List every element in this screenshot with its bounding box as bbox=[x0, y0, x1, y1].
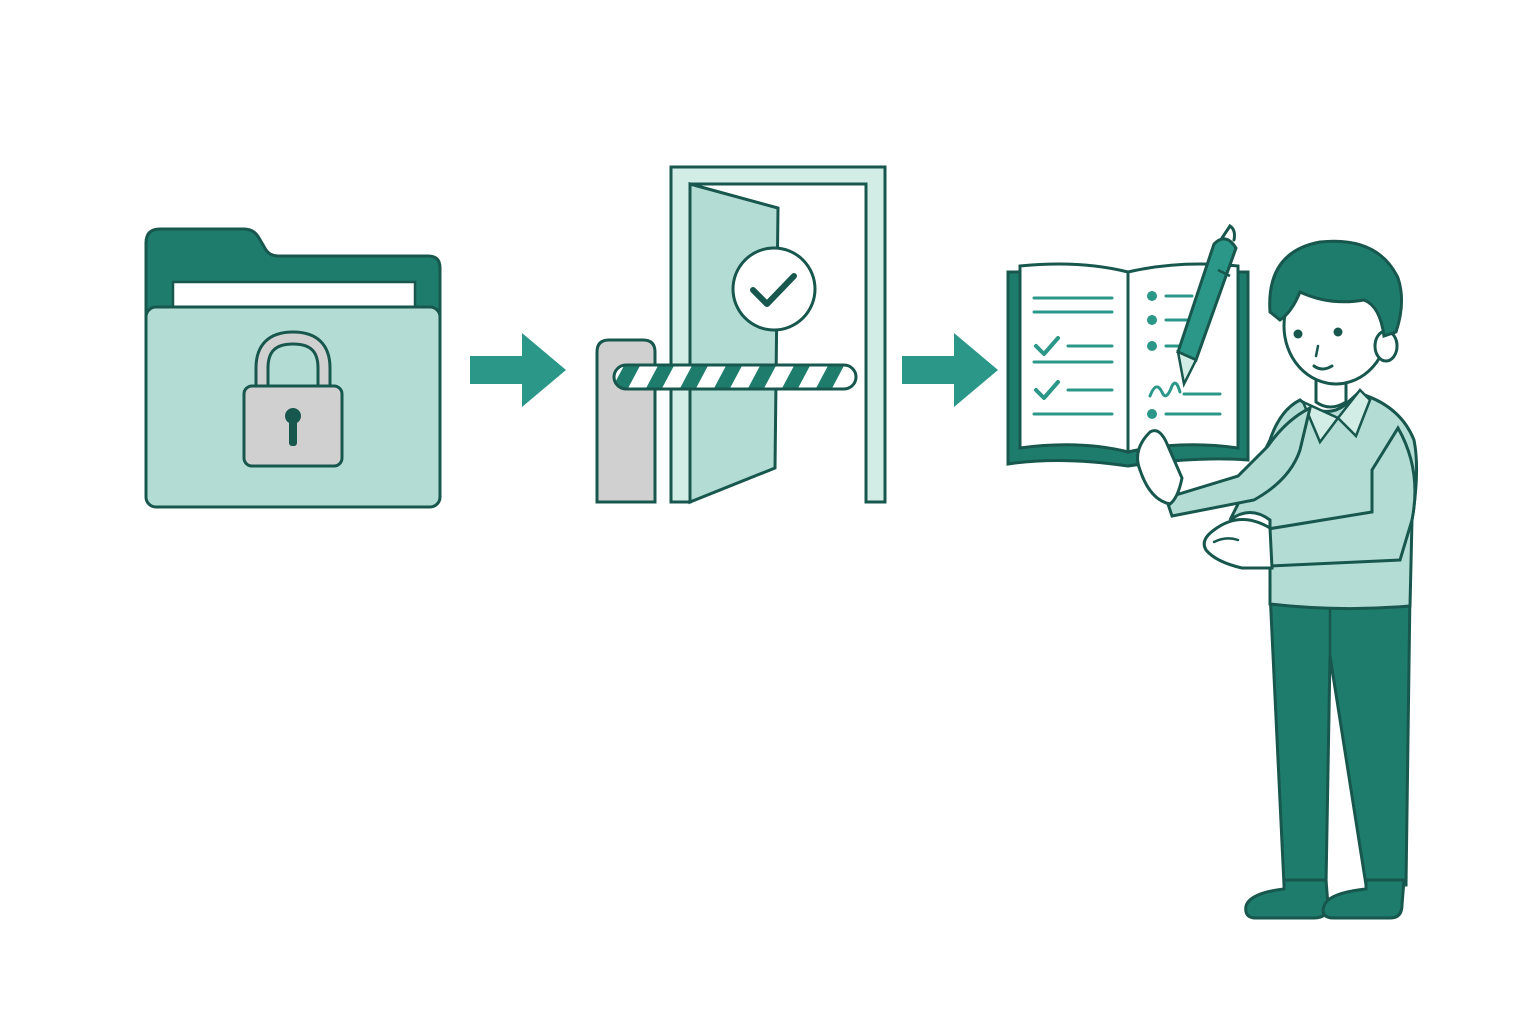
bullet-dot bbox=[1147, 315, 1157, 325]
check-circle-icon bbox=[731, 246, 817, 332]
bullet-dot bbox=[1147, 409, 1157, 419]
arrow-right-icon bbox=[902, 333, 998, 407]
door-frame bbox=[669, 165, 887, 504]
nose bbox=[1314, 344, 1320, 358]
book-hand bbox=[1136, 429, 1184, 506]
barrier-stripe bbox=[780, 365, 812, 389]
padlock-icon bbox=[242, 330, 344, 468]
eye-left bbox=[1293, 329, 1303, 339]
eye-right bbox=[1333, 327, 1343, 337]
check-mark-icon bbox=[1034, 336, 1060, 356]
barrier-stripe bbox=[746, 365, 778, 389]
barrier-stripe bbox=[712, 365, 744, 389]
locked-folder-icon bbox=[144, 227, 442, 509]
bullet-dot bbox=[1147, 291, 1157, 301]
barrier-stripe bbox=[644, 365, 676, 389]
barrier-stripe bbox=[814, 365, 846, 389]
book-left-page bbox=[1018, 262, 1130, 454]
barrier-arm bbox=[612, 363, 858, 391]
hair bbox=[1268, 239, 1403, 338]
pen-icon bbox=[1176, 223, 1238, 388]
front-hand bbox=[1202, 518, 1274, 570]
smile bbox=[1312, 364, 1334, 371]
person-head bbox=[1268, 239, 1403, 409]
checklist bbox=[1032, 296, 1114, 416]
collar-right bbox=[1336, 388, 1372, 439]
collar-left bbox=[1300, 399, 1340, 445]
barrier-stripe bbox=[678, 365, 710, 389]
left-shoe bbox=[1244, 878, 1330, 920]
check-mark-icon bbox=[1034, 380, 1060, 400]
barrier-door-check-icon bbox=[595, 165, 887, 505]
trousers bbox=[1268, 590, 1412, 887]
left-arm bbox=[1164, 405, 1313, 518]
bullet-dot bbox=[1147, 341, 1157, 351]
right-shoe bbox=[1321, 878, 1406, 920]
keyhole-icon bbox=[285, 408, 301, 424]
arrow-right-icon bbox=[470, 333, 566, 407]
person-with-logbook-icon bbox=[1006, 223, 1419, 920]
open-door bbox=[688, 182, 780, 505]
signature-scribble bbox=[1148, 381, 1182, 398]
